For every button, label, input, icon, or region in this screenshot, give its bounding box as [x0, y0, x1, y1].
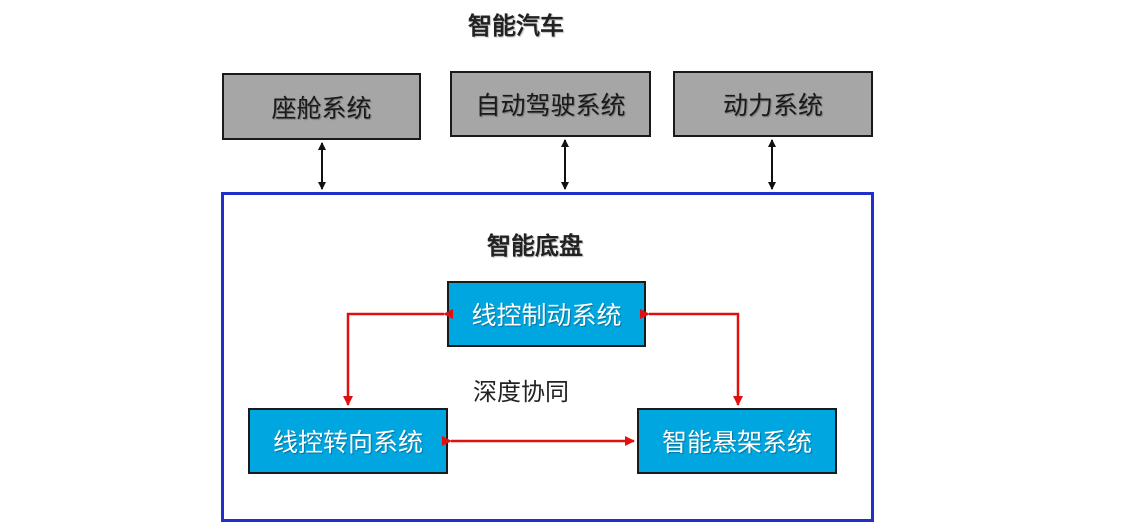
brake-suspension-collab-arrow — [640, 309, 743, 406]
cockpit-system-label: 座舱系统 — [271, 93, 372, 123]
cockpit-system-box: 座舱系统 — [222, 73, 421, 140]
steer-by-wire-system-box: 线控转向系统 — [248, 408, 448, 474]
autonomous-driving-system-label: 自动驾驶系统 — [475, 91, 626, 120]
smart-chassis-title: 智能底盘 — [487, 232, 583, 260]
brake-by-wire-system-box: 线控制动系统 — [447, 281, 646, 347]
smart-suspension-system-label: 智能悬架系统 — [661, 428, 812, 457]
powertrain-system-box: 动力系统 — [673, 71, 873, 137]
brake-by-wire-system-label: 线控制动系统 — [471, 301, 622, 330]
steer-by-wire-system-label: 线控转向系统 — [272, 428, 423, 457]
deep-collaboration-label: 深度协同 — [473, 378, 569, 406]
connector-arrows — [318, 139, 776, 446]
smart-suspension-system-box: 智能悬架系统 — [637, 408, 837, 474]
powertrain-system-label: 动力系统 — [722, 91, 823, 120]
brake-steer-collab-arrow — [343, 309, 453, 406]
smart-car-diagram: 智能汽车 座舱系统 自动驾驶系统 动力系统 智能底盘 线控制动系统 线控转向系统… — [221, 12, 874, 522]
autonomous-driving-system-box: 自动驾驶系统 — [450, 71, 651, 137]
diagram-title: 智能汽车 — [468, 12, 564, 40]
